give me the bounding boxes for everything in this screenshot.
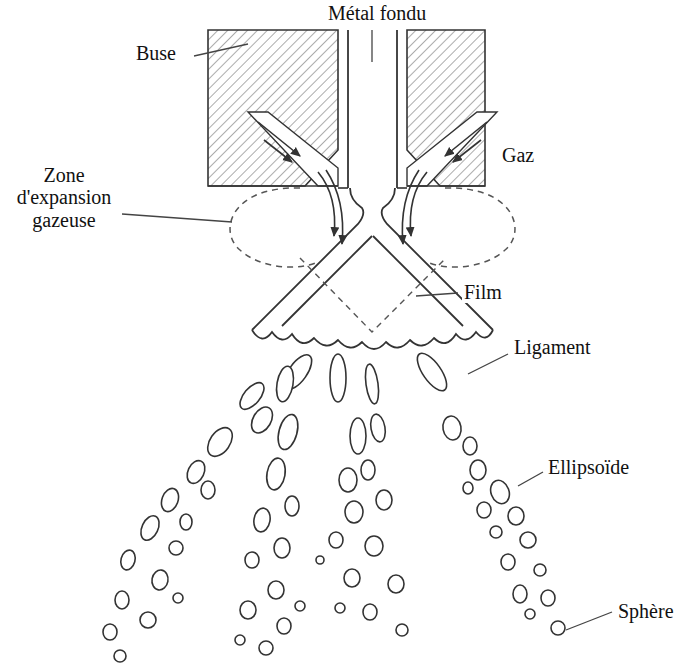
part-label: Sphère <box>616 600 676 622</box>
droplet <box>295 601 305 611</box>
droplet <box>412 349 452 395</box>
gas-arrows <box>258 122 487 244</box>
droplet <box>329 532 343 548</box>
droplet <box>274 365 296 403</box>
droplet <box>268 581 284 599</box>
droplet <box>525 609 535 619</box>
droplet <box>470 460 486 480</box>
droplet <box>103 624 117 640</box>
droplet <box>396 624 408 636</box>
droplet <box>463 437 477 455</box>
droplet <box>169 541 183 555</box>
droplet <box>235 635 245 645</box>
droplet <box>363 604 377 620</box>
droplet <box>240 601 256 619</box>
droplet <box>252 507 272 533</box>
droplet <box>137 513 162 543</box>
expansion-zone <box>230 188 515 267</box>
droplet <box>285 496 299 516</box>
part-label: Gaz <box>500 144 536 166</box>
droplet <box>173 593 183 603</box>
droplet <box>275 412 302 451</box>
droplet <box>441 415 463 442</box>
droplet <box>350 418 366 454</box>
droplet <box>114 650 126 662</box>
droplet <box>201 481 215 499</box>
droplet <box>150 569 169 591</box>
droplet <box>477 502 491 518</box>
part-label: Buse <box>134 42 178 64</box>
droplets <box>103 349 565 662</box>
droplet <box>508 507 524 525</box>
droplet <box>339 468 357 492</box>
droplet <box>180 514 192 530</box>
droplet <box>259 641 273 655</box>
droplet <box>203 423 238 461</box>
droplet <box>245 552 259 568</box>
droplet <box>363 363 380 404</box>
droplet <box>463 482 473 494</box>
droplet <box>376 490 392 510</box>
droplet <box>345 501 363 523</box>
part-label: Ligament <box>512 336 593 358</box>
droplet <box>541 590 555 606</box>
droplet <box>119 549 138 572</box>
part-label: Ellipsoïde <box>546 456 631 478</box>
droplet <box>316 556 324 564</box>
part-label: Métal fondu <box>326 2 428 24</box>
droplet <box>490 526 502 538</box>
droplet <box>264 457 287 492</box>
droplet <box>513 585 527 603</box>
melt-film <box>252 188 493 349</box>
droplet <box>487 478 512 507</box>
droplet <box>501 554 515 570</box>
droplet <box>158 486 181 514</box>
leader-lines <box>122 30 612 630</box>
part-label: Film <box>462 281 504 303</box>
droplet <box>140 612 156 628</box>
droplet <box>277 618 291 634</box>
droplet <box>344 569 360 587</box>
droplet <box>330 354 346 402</box>
droplet <box>115 591 129 609</box>
nozzle <box>208 30 497 188</box>
droplet <box>361 460 375 480</box>
droplet <box>520 532 536 548</box>
part-label: Zone d'expansion gazeuse <box>6 164 122 231</box>
droplet <box>274 538 290 558</box>
droplet <box>365 536 383 556</box>
droplet <box>551 621 565 635</box>
droplet <box>534 564 546 576</box>
droplet <box>335 603 345 613</box>
droplet <box>247 403 277 436</box>
droplet <box>369 413 388 443</box>
droplet <box>388 575 404 593</box>
